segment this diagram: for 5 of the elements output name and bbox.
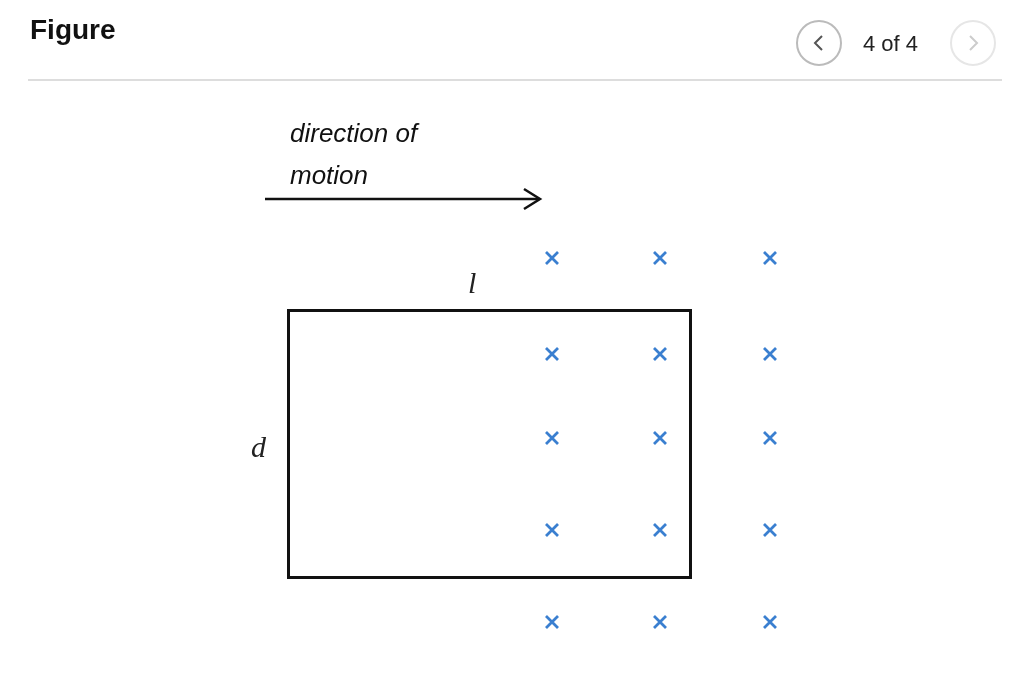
motion-label: direction of motion: [290, 117, 421, 192]
page-counter: 4 of 4: [863, 31, 919, 57]
length-label: l: [468, 266, 477, 300]
width-label: d: [251, 430, 266, 464]
figure-title: Figure: [30, 14, 116, 46]
